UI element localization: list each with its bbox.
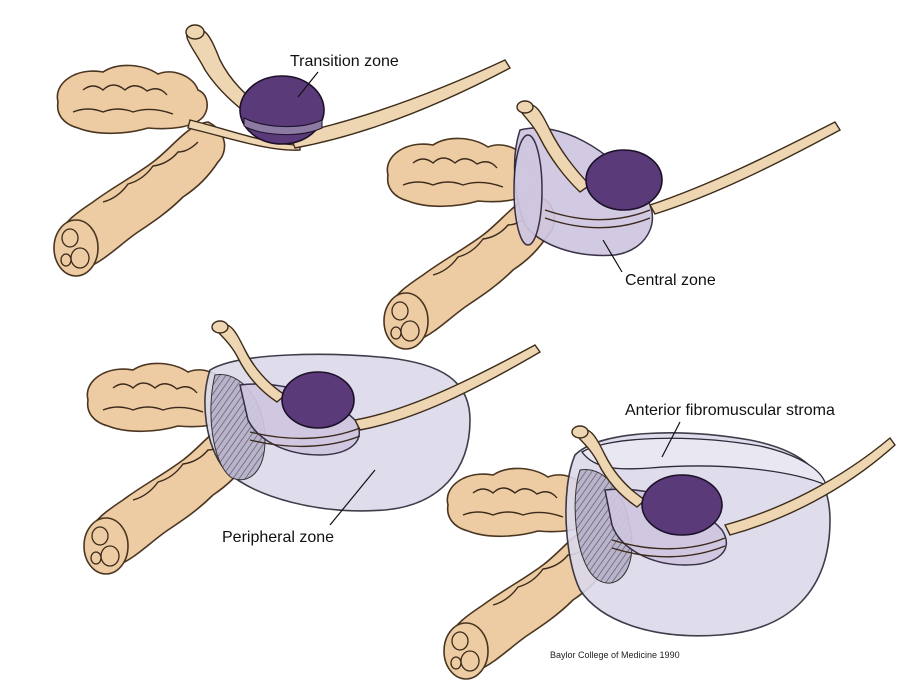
panel-transition-zone: Transition zone xyxy=(53,24,511,277)
transition-zone-leader xyxy=(297,71,319,98)
peripheral-zone-label: Peripheral zone xyxy=(222,529,334,546)
transition-zone-label: Transition zone xyxy=(290,53,399,70)
credit-text: Baylor College of Medicine 1990 xyxy=(550,650,680,660)
urethra-distal xyxy=(289,59,511,149)
central-zone-label: Central zone xyxy=(625,272,716,289)
central-zone-leader xyxy=(602,239,623,273)
anterior-fibromuscular-stroma-label: Anterior fibromuscular stroma xyxy=(625,402,835,419)
panel-central-zone: Central zone xyxy=(383,100,841,350)
panel-anterior-fibromuscular-stroma: Anterior fibromuscular stroma xyxy=(443,402,896,680)
peripheral-zone-leader xyxy=(329,469,376,526)
anterior-fibromuscular-stroma-leader xyxy=(661,421,681,458)
panel-peripheral-zone: Peripheral zone xyxy=(83,320,542,575)
seminal-vesicle-group xyxy=(53,64,226,277)
